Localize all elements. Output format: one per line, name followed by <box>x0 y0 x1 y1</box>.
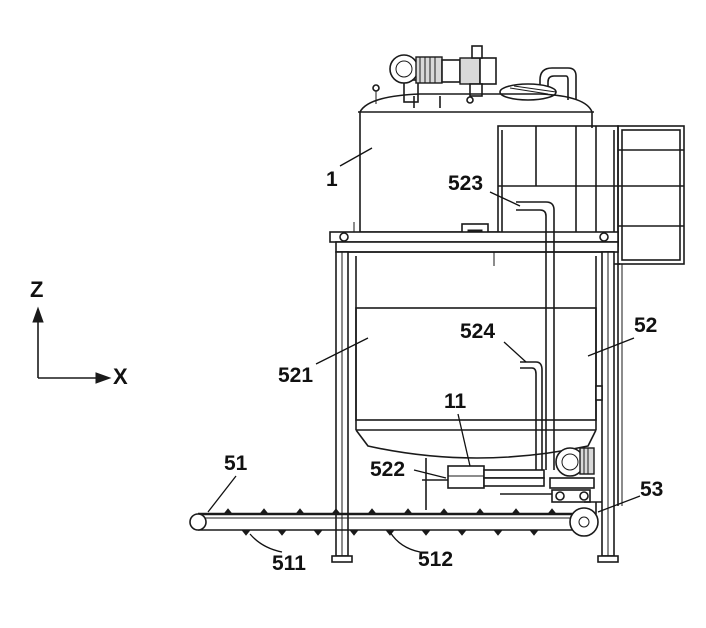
pipe-assembly <box>516 201 555 470</box>
belt-lower-leader-line <box>389 531 421 553</box>
hopper-label: 52 <box>634 314 657 337</box>
tank-inlet-elbow <box>499 67 577 101</box>
hopper-leader-line <box>587 337 635 357</box>
conveyor-leader-line <box>207 475 237 513</box>
tank-drive-unit <box>389 45 497 108</box>
z-axis-arrowhead <box>32 306 44 323</box>
conveyor-label: 51 <box>224 452 248 475</box>
tank-label: 1 <box>326 168 338 191</box>
pump-motor-label: 11 <box>444 390 467 413</box>
conveyor <box>189 501 602 537</box>
z-axis-label: Z <box>30 277 43 302</box>
hopper <box>355 256 603 459</box>
pump-motor-leader-line <box>457 413 471 467</box>
pipe-mid-leader-line <box>503 341 527 363</box>
x-axis-label: X <box>113 364 128 389</box>
belt-lower-label: 512 <box>418 548 453 571</box>
tank: 1 <box>326 45 594 243</box>
platform-railing <box>497 125 619 247</box>
pipe-mid-label: 524 <box>460 320 495 343</box>
pulley-label: 53 <box>640 478 663 501</box>
hopper-body-label: 521 <box>278 364 313 387</box>
x-axis-arrowhead <box>95 372 112 384</box>
belt-teeth <box>222 508 558 536</box>
belt-upper-leader-line <box>249 533 283 553</box>
belt-upper-label: 511 <box>272 552 306 575</box>
pipe-top-label: 523 <box>448 172 483 195</box>
outlet-label: 522 <box>370 458 405 481</box>
axis-indicator: Z X <box>30 277 128 389</box>
ladder <box>617 125 685 265</box>
tank-lid <box>359 93 593 113</box>
support-frame <box>329 231 623 563</box>
pulley-leader-line <box>597 495 641 513</box>
outlet-leader-line <box>413 469 447 479</box>
pipe-top-leader-line <box>489 191 521 207</box>
pump-motor <box>500 447 595 503</box>
outlet-valve <box>422 458 545 510</box>
hopper-body-leader-line <box>315 337 369 365</box>
tank-leader-line <box>339 147 373 167</box>
